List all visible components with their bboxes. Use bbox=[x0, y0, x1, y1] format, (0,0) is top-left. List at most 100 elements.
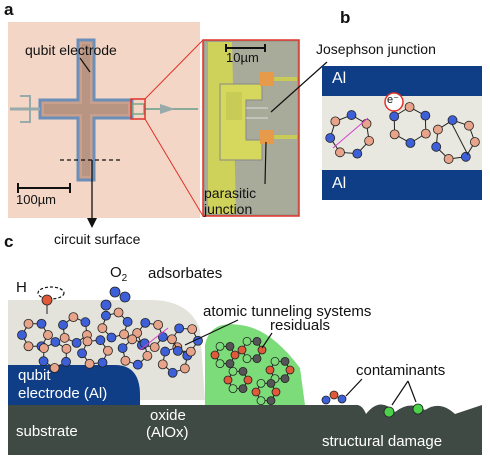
lattice-atom bbox=[167, 367, 178, 378]
residual-atom bbox=[223, 375, 233, 385]
lattice-atom bbox=[325, 133, 336, 143]
residual-atom bbox=[228, 366, 238, 376]
substrate-label: substrate bbox=[16, 423, 78, 440]
lattice-atom bbox=[68, 312, 79, 322]
residual-atom bbox=[237, 345, 247, 355]
lattice-atom bbox=[464, 120, 474, 131]
lattice-atom bbox=[77, 348, 87, 359]
contaminants-label: contaminants bbox=[356, 362, 446, 379]
lattice-atom bbox=[17, 330, 27, 340]
parasitic-junction-label-2: junction bbox=[204, 201, 253, 217]
lattice-atom bbox=[43, 330, 53, 340]
lattice-atom bbox=[103, 345, 113, 356]
zoom-line-bottom bbox=[144, 118, 204, 217]
panel-letter-a: a bbox=[4, 0, 14, 19]
residuals-label: residuals bbox=[270, 317, 331, 334]
qubit-electrode-label: qubit electrode bbox=[25, 42, 117, 58]
residual-atom bbox=[215, 359, 225, 369]
optical-image bbox=[8, 22, 200, 218]
substrate-block bbox=[8, 404, 482, 455]
lattice-atom bbox=[447, 115, 458, 126]
lattice-atom bbox=[97, 357, 108, 368]
lattice-atom bbox=[84, 358, 95, 369]
residual-atom bbox=[243, 375, 253, 385]
lattice-atom bbox=[352, 148, 363, 159]
lattice-atom bbox=[38, 356, 49, 367]
lattice-atom bbox=[179, 363, 190, 374]
qubit-electrode-c-label-1: qubit bbox=[18, 367, 51, 384]
oxide-label-1: oxide bbox=[150, 407, 186, 424]
lattice-atom bbox=[127, 334, 138, 345]
main-scale-label: 100µm bbox=[16, 192, 57, 207]
zoom-box bbox=[130, 98, 146, 120]
lattice-atom bbox=[160, 346, 171, 357]
al-bottom-label: Al bbox=[332, 175, 347, 192]
lattice-atom bbox=[101, 310, 111, 321]
residual-atom bbox=[242, 336, 252, 346]
lattice-atom bbox=[58, 320, 68, 330]
lattice-atom bbox=[346, 110, 357, 120]
lattice-atom bbox=[140, 317, 151, 328]
lattice-atom bbox=[61, 356, 71, 367]
lattice-atom bbox=[59, 332, 70, 343]
lattice-atom bbox=[167, 334, 177, 345]
al-bottom-electrode bbox=[322, 170, 482, 200]
lattice-atom bbox=[361, 118, 372, 129]
residual-atom bbox=[238, 366, 248, 376]
hydrogen-label: H bbox=[16, 279, 27, 296]
oxygen-label: O2 bbox=[110, 264, 128, 284]
qubit-electrode-c-label-2: electrode (Al) bbox=[18, 385, 108, 402]
lattice-atom bbox=[470, 137, 480, 147]
lattice-atom bbox=[39, 343, 49, 354]
lattice-atom bbox=[460, 151, 471, 162]
residual-atom bbox=[280, 374, 290, 384]
residual-atom bbox=[238, 384, 248, 394]
circuit-surface-label: circuit surface bbox=[54, 231, 141, 247]
residual-atom bbox=[242, 354, 252, 364]
residual-atom bbox=[280, 356, 290, 366]
lattice-atom bbox=[404, 102, 415, 112]
lattice-atom bbox=[172, 345, 183, 356]
residual-atom bbox=[228, 384, 238, 394]
lattice-atom bbox=[187, 324, 198, 335]
residual-atom bbox=[252, 336, 262, 346]
electron-label: e⁻ bbox=[387, 94, 399, 106]
oxide-lattice bbox=[17, 307, 203, 378]
lattice-atom bbox=[71, 338, 82, 348]
oxide-label-2: (AlOx) bbox=[146, 424, 189, 441]
lattice-atom bbox=[122, 316, 133, 327]
lattice-atom bbox=[132, 359, 143, 370]
lattice-atom bbox=[95, 335, 106, 346]
panel-letter-b: b bbox=[340, 8, 351, 27]
structural-damage-label: structural damage bbox=[322, 433, 443, 450]
residual-atom bbox=[270, 356, 280, 366]
residual-atom bbox=[265, 365, 275, 375]
lattice-atom bbox=[106, 332, 117, 343]
inset-scale-label: 10µm bbox=[226, 50, 259, 65]
lattice-atom bbox=[364, 136, 375, 146]
ats-label: atomic tunneling systems bbox=[203, 303, 372, 320]
lattice-atom bbox=[82, 336, 93, 347]
residual-atom bbox=[266, 396, 276, 406]
lattice-atom bbox=[431, 141, 442, 152]
lattice-atom bbox=[119, 329, 129, 340]
residual-atom bbox=[210, 350, 220, 360]
junction-lattice bbox=[325, 102, 480, 164]
lattice-atom bbox=[61, 343, 72, 354]
lattice-atom bbox=[389, 129, 400, 140]
lattice-atom bbox=[157, 359, 168, 370]
adsorbates-label: adsorbates bbox=[148, 265, 223, 282]
residual-atom bbox=[256, 396, 266, 406]
residual-atom bbox=[257, 345, 267, 355]
qubit-cross-shape bbox=[10, 38, 198, 182]
electron-circle bbox=[384, 92, 404, 112]
parasitic-junction-label-1: parasitic bbox=[204, 185, 257, 201]
residual-atom bbox=[271, 387, 281, 397]
lattice-atom bbox=[149, 342, 160, 353]
qubit-electrode-block bbox=[8, 365, 140, 405]
lattice-atom bbox=[23, 341, 34, 352]
panel-letter-c: c bbox=[4, 232, 14, 251]
lattice-atom bbox=[330, 116, 341, 127]
zoom-line-top bbox=[144, 39, 204, 100]
